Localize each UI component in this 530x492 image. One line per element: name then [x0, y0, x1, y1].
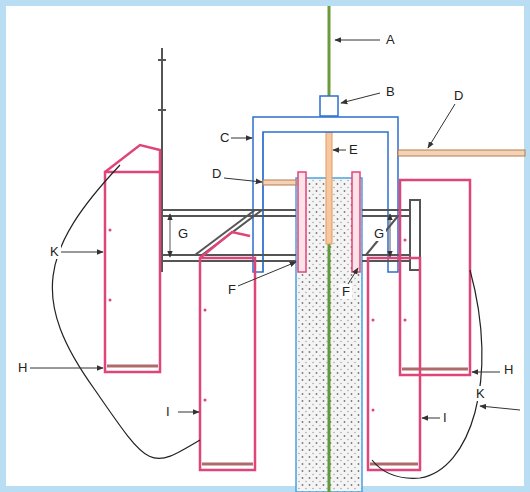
callout-letter: I [164, 404, 172, 419]
callout-letter: H [16, 360, 29, 375]
hanging-bucket [105, 145, 470, 470]
callout-letter: B [384, 84, 397, 99]
platform [362, 200, 420, 270]
rod [326, 132, 332, 244]
callout-letter: D [210, 166, 223, 181]
cable [372, 270, 482, 478]
rod [328, 6, 331, 96]
jack [320, 96, 338, 116]
rod [328, 240, 331, 492]
frame [3, 3, 527, 489]
lifting-frame [253, 117, 398, 272]
callout-letter: A [384, 32, 397, 47]
leader-line [30, 40, 520, 418]
callout-letter: K [474, 386, 487, 401]
callout-letter: I [441, 410, 449, 425]
rivet [109, 229, 407, 412]
pipe [398, 150, 525, 156]
sleeve [298, 172, 306, 272]
platform [158, 48, 296, 272]
callout-letter: E [347, 142, 360, 157]
callout-letter: K [48, 244, 61, 259]
callout-letter: C [218, 130, 231, 145]
callout-letter: G [372, 226, 386, 241]
callout-letter: H [502, 362, 515, 377]
sleeve [352, 172, 360, 272]
lifting-frame [263, 132, 264, 272]
pipe [263, 180, 296, 185]
callout-letter: F [340, 284, 352, 299]
callout-letter: D [452, 88, 465, 103]
callout-letter: G [176, 226, 190, 241]
cable [52, 165, 200, 458]
callout-letter: F [226, 282, 238, 297]
